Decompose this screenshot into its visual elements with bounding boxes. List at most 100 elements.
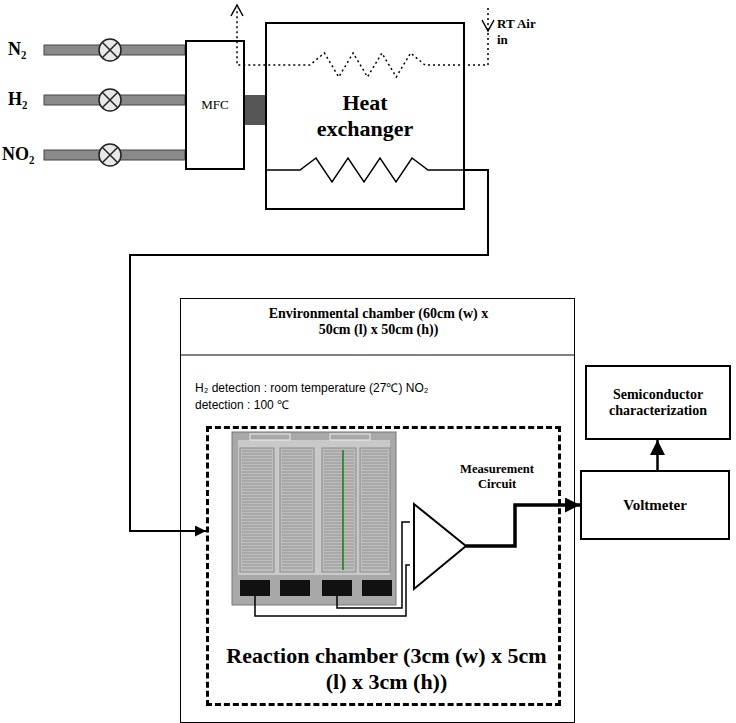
comb-finger [362, 481, 388, 482]
comb-finger [282, 544, 312, 545]
heat-exchanger-box: Heat exchanger [265, 22, 465, 210]
comb-finger [242, 544, 272, 545]
comb-finger [242, 502, 272, 503]
comb-finger [324, 478, 354, 479]
comb-finger [324, 544, 354, 545]
comb-finger [282, 499, 312, 500]
comb-finger [362, 532, 388, 533]
comb-finger [324, 505, 354, 506]
comb-finger [282, 529, 312, 530]
comb-finger [282, 535, 312, 536]
comb-finger [242, 499, 272, 500]
comb-finger [282, 532, 312, 533]
comb-finger [282, 526, 312, 527]
bond-pad [362, 580, 392, 596]
comb-finger [282, 523, 312, 524]
comb-finger [242, 454, 272, 455]
air-arrow-down [482, 20, 494, 31]
gas-feed-connector [245, 95, 265, 125]
air-inlet-label: RT Air in [497, 16, 537, 48]
comb-finger [282, 562, 312, 563]
comb-finger [362, 469, 388, 470]
comb-finger [362, 457, 388, 458]
valves [99, 39, 121, 166]
comb-finger [324, 523, 354, 524]
voltmeter-box: Voltmeter [580, 470, 730, 540]
comb-finger [362, 499, 388, 500]
comb-finger [324, 511, 354, 512]
node-title: Heat exchanger [305, 90, 425, 142]
comb-finger [324, 556, 354, 557]
comb-finger [282, 547, 312, 548]
comb-finger [282, 511, 312, 512]
gas-coil [265, 158, 465, 182]
comb-finger [282, 496, 312, 497]
comb-finger [324, 568, 354, 569]
comb-finger [242, 511, 272, 512]
comb-finger [324, 550, 354, 551]
comb-finger [362, 517, 388, 518]
comb-finger [282, 565, 312, 566]
comb-finger [362, 529, 388, 530]
comb-electrodes [240, 448, 390, 572]
wire [337, 522, 410, 608]
comb-finger [324, 499, 354, 500]
comb-finger [242, 508, 272, 509]
comb-finger [324, 457, 354, 458]
chip-trace [342, 450, 344, 570]
node-note: H₂ detection : room temperature (27℃) NO… [195, 379, 431, 413]
comb-finger [282, 466, 312, 467]
comb-finger [362, 538, 388, 539]
comb-finger [362, 478, 388, 479]
amplifier-triangle [414, 504, 466, 589]
comb-finger [324, 535, 354, 536]
chip-trace [330, 434, 370, 440]
chip-wires [255, 522, 410, 616]
comb-finger [242, 451, 272, 452]
comb-finger [324, 559, 354, 560]
comb-column [322, 448, 356, 572]
comb-finger [282, 487, 312, 488]
comb-finger [362, 544, 388, 545]
comb-finger [282, 517, 312, 518]
comb-finger [324, 502, 354, 503]
comb-finger [362, 523, 388, 524]
comb-finger [282, 538, 312, 539]
comb-finger [242, 532, 272, 533]
comb-finger [282, 541, 312, 542]
comb-finger [242, 526, 272, 527]
comb-finger [242, 490, 272, 491]
node-title: Measurement Circuit [447, 462, 547, 492]
comb-finger [324, 475, 354, 476]
node-title: Environmental chamber (60cm (w) x 50cm (… [263, 306, 494, 338]
comb-finger [282, 568, 312, 569]
comb-finger [362, 562, 388, 563]
comb-finger [242, 547, 272, 548]
comb-finger [242, 565, 272, 566]
comb-finger [242, 496, 272, 497]
comb-finger [324, 562, 354, 563]
comb-finger [282, 457, 312, 458]
comb-finger [242, 556, 272, 557]
chip-substrate [232, 432, 396, 605]
comb-finger [362, 526, 388, 527]
comb-finger [242, 493, 272, 494]
comb-finger [324, 547, 354, 548]
comb-finger [242, 469, 272, 470]
comb-finger [282, 559, 312, 560]
comb-finger [324, 529, 354, 530]
comb-finger [362, 502, 388, 503]
sensor-chip [232, 432, 396, 605]
comb-finger [242, 550, 272, 551]
comb-finger [242, 568, 272, 569]
comb-finger [324, 484, 354, 485]
bond-pad [322, 580, 352, 596]
comb-column [280, 448, 314, 572]
comb-finger [324, 532, 354, 533]
comb-finger [282, 451, 312, 452]
comb-finger [362, 484, 388, 485]
comb-finger [362, 451, 388, 452]
comb-finger [282, 463, 312, 464]
comb-finger [324, 481, 354, 482]
